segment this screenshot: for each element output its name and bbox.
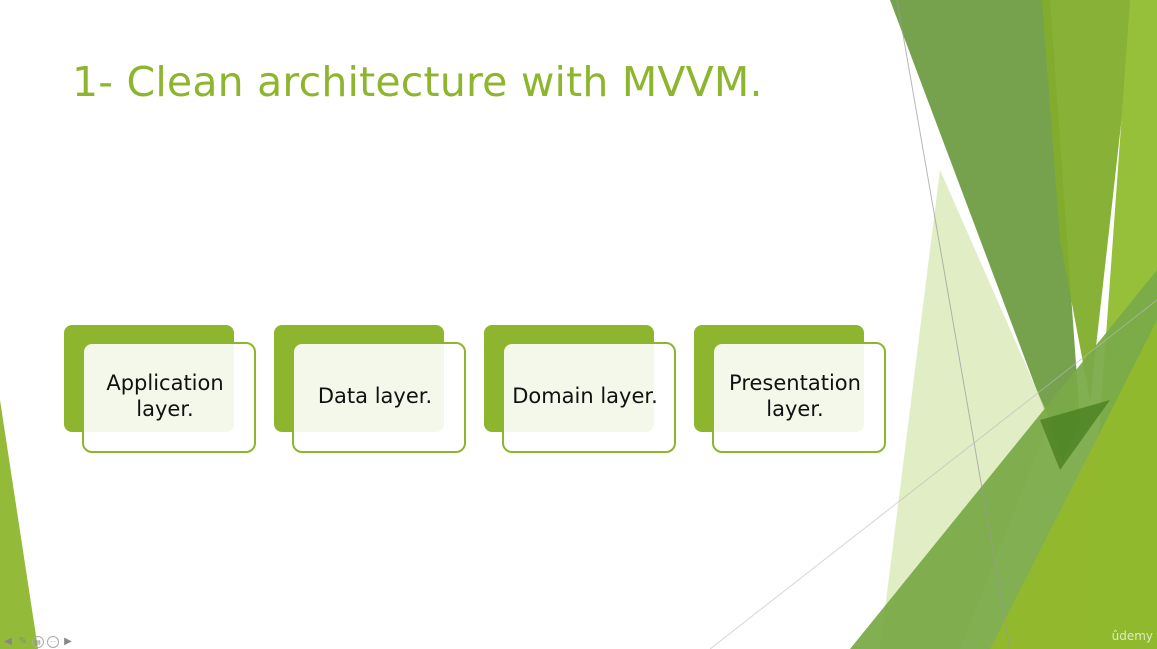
bg-shape — [0, 400, 38, 649]
card-front-shape — [292, 342, 466, 453]
more-options-icon[interactable]: ··· — [47, 636, 59, 648]
card-front-shape — [712, 342, 886, 453]
card-label: Data layer. — [317, 383, 433, 408]
udemy-watermark: ûdemy — [1111, 629, 1153, 643]
next-slide-icon[interactable]: ▶ — [64, 636, 72, 647]
layer-card-domain: Domain layer. — [484, 325, 676, 453]
card-front-shape — [82, 342, 256, 453]
slide-title: 1- Clean architecture with MVVM. — [72, 58, 763, 106]
bg-shape — [880, 170, 1050, 649]
slideshow-controls: ◀ ✎ ▤ ··· ▶ — [2, 636, 74, 648]
bg-shape — [890, 0, 1080, 460]
bg-shape — [1040, 400, 1110, 470]
layer-card-presentation: Presentation layer. — [694, 325, 886, 453]
card-label: Application layer. — [106, 370, 224, 421]
bg-shape — [1042, 0, 1135, 400]
card-front-shape — [502, 342, 676, 453]
slides-overview-icon[interactable]: ▤ — [32, 636, 44, 648]
bg-line — [896, 0, 1011, 649]
pen-icon[interactable]: ✎ — [18, 636, 28, 647]
bg-line — [709, 299, 1157, 649]
layer-card-application: Application layer. — [64, 325, 256, 453]
card-label: Presentation layer. — [729, 370, 861, 421]
previous-slide-icon[interactable]: ◀ — [4, 636, 12, 647]
layer-card-data: Data layer. — [274, 325, 466, 453]
card-label: Domain layer. — [512, 383, 658, 408]
bg-shape — [990, 320, 1157, 649]
